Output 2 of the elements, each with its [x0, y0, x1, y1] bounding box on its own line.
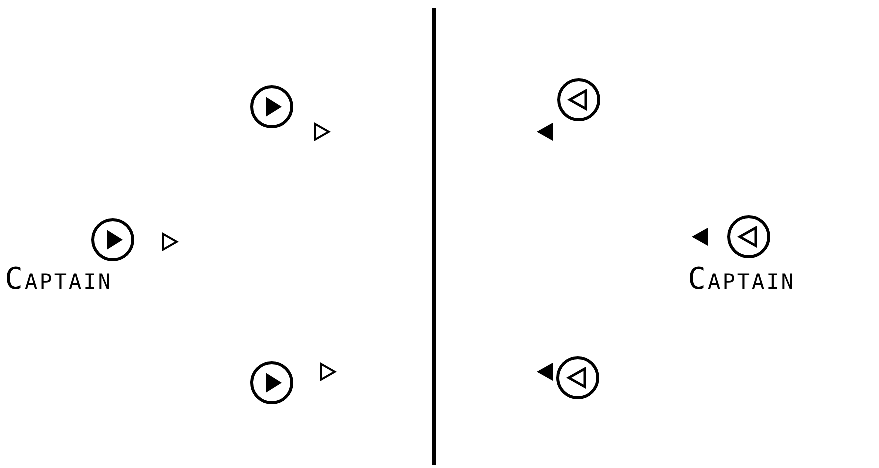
role-label: Captain	[688, 262, 796, 297]
role-label: Captain	[5, 262, 113, 297]
